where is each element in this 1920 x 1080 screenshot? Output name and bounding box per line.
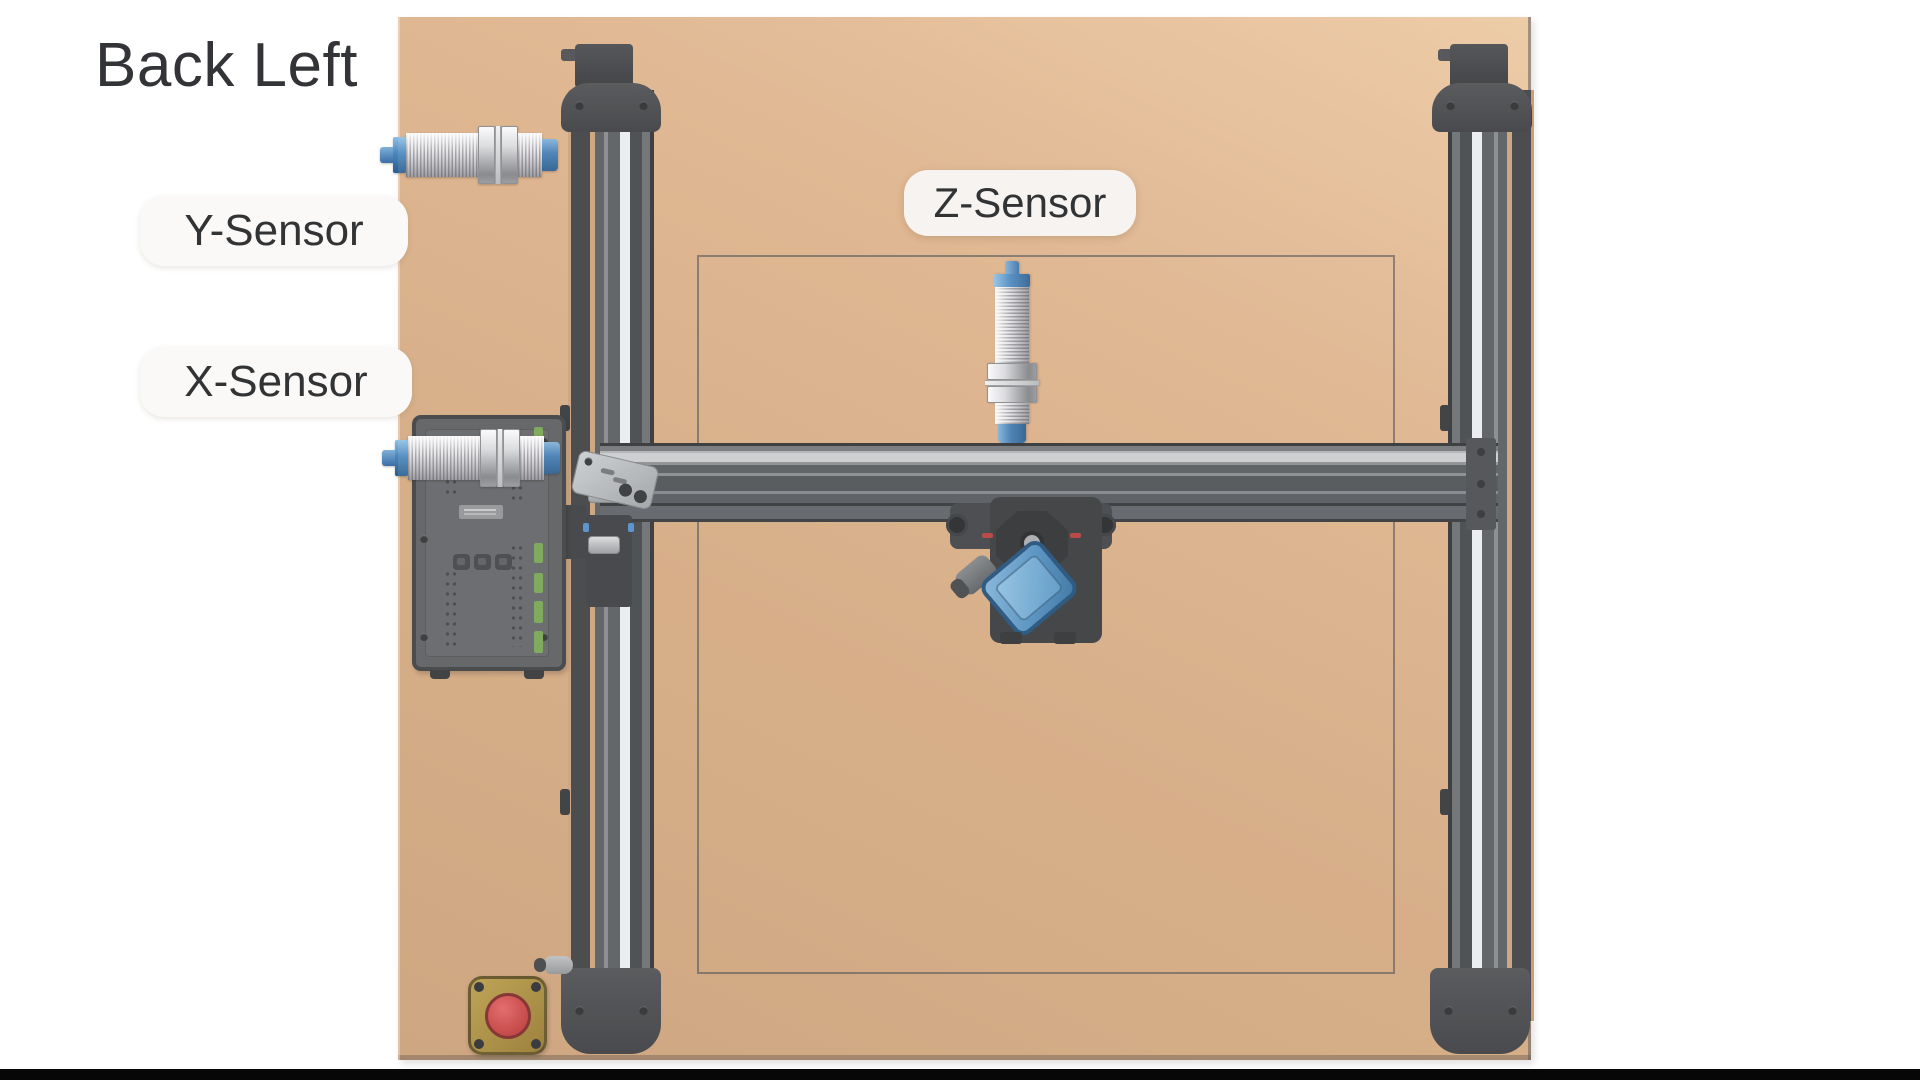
enclosure-foot <box>524 670 544 679</box>
x-sensor-label: X-Sensor <box>140 347 412 417</box>
rail-foot-right <box>1430 968 1530 1054</box>
y-carriage-left <box>586 515 632 607</box>
status-led <box>628 523 634 532</box>
controller-label <box>459 505 503 519</box>
rail-clip <box>560 789 570 815</box>
vent-holes <box>444 569 457 649</box>
enclosure-foot <box>430 670 450 679</box>
x-sensor-label-text: X-Sensor <box>184 357 368 406</box>
y-rail-right <box>1448 90 1534 1021</box>
emergency-stop-button <box>468 976 547 1055</box>
eccentric-nut <box>982 533 993 538</box>
rail-top-bracket-left <box>561 83 661 132</box>
motor-connector <box>561 49 577 61</box>
vent-holes <box>510 543 523 647</box>
carriage-foot <box>1000 632 1022 644</box>
y-motor-right <box>1450 44 1508 88</box>
carriage-foot <box>1054 632 1076 644</box>
port-connector <box>474 554 491 570</box>
rail-top-bracket-right <box>1432 83 1532 132</box>
carriage-roller <box>588 536 620 554</box>
port-connector <box>453 554 470 570</box>
estop-red-cap <box>484 992 531 1039</box>
rail-clip <box>1440 789 1450 815</box>
terminal-block <box>534 573 543 593</box>
work-area-outline <box>697 255 1395 974</box>
y-sensor-label: Y-Sensor <box>140 196 408 266</box>
terminal-block <box>534 631 543 653</box>
y-sensor-graphic <box>380 126 558 184</box>
y-motor-left <box>575 44 633 88</box>
y-sensor-label-text: Y-Sensor <box>184 206 364 255</box>
rail-clip <box>1440 405 1450 431</box>
view-title: Back Left <box>95 31 358 100</box>
rail-clip <box>560 405 570 431</box>
status-led <box>583 523 589 532</box>
bottom-bar <box>0 1069 1920 1080</box>
z-sensor-label-text: Z-Sensor <box>933 179 1107 226</box>
beam-rail-junction-plate <box>1466 438 1496 530</box>
rail-foot-left <box>561 968 661 1054</box>
terminal-block <box>534 601 543 623</box>
x-sensor-graphic <box>382 429 560 487</box>
z-sensor-label: Z-Sensor <box>904 170 1136 236</box>
terminal-block <box>534 427 543 439</box>
eccentric-nut <box>1070 533 1081 538</box>
z-sensor-graphic <box>983 261 1041 443</box>
terminal-block <box>534 543 543 563</box>
port-connector <box>495 554 512 570</box>
limit-switch-target <box>534 956 573 974</box>
